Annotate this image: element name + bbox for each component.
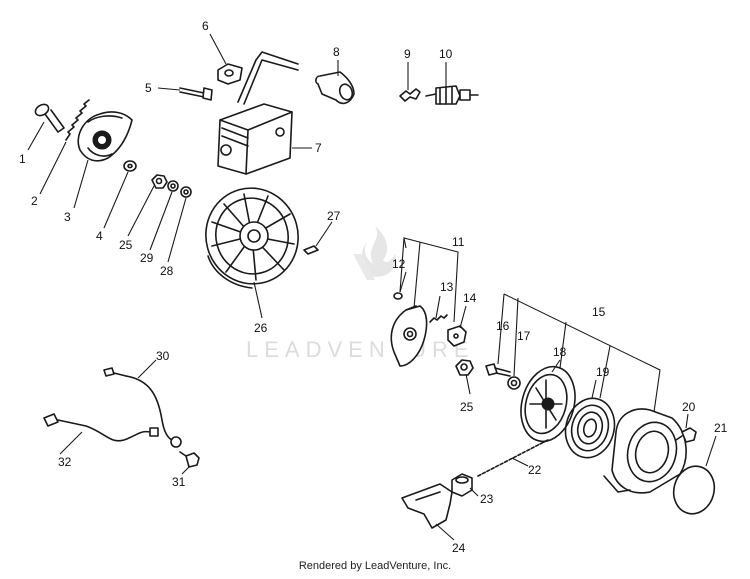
part-6-spacer bbox=[217, 63, 243, 85]
callout-21: 21 bbox=[714, 421, 728, 435]
callout-25-lower: 25 bbox=[460, 400, 474, 414]
part-4-washer bbox=[123, 160, 137, 172]
callout-11: 11 bbox=[452, 235, 465, 249]
part-30-wire bbox=[103, 367, 182, 448]
callout-3: 3 bbox=[64, 210, 71, 224]
callout-8: 8 bbox=[333, 45, 340, 59]
callout-1: 1 bbox=[19, 152, 26, 166]
part-21-disc bbox=[672, 465, 716, 515]
part-2-spring bbox=[65, 99, 90, 141]
callout-labels: 1 2 3 4 5 6 7 8 9 10 11 12 13 14 15 16 1… bbox=[19, 19, 728, 555]
callout-27: 27 bbox=[327, 209, 341, 223]
callout-31: 31 bbox=[172, 475, 186, 489]
part-1-bolt bbox=[34, 103, 65, 133]
callout-6: 6 bbox=[202, 19, 209, 33]
callout-32: 32 bbox=[58, 455, 72, 469]
part-19-recoil-spring bbox=[564, 397, 616, 459]
callout-26: 26 bbox=[254, 321, 268, 335]
part-12-clip bbox=[393, 292, 403, 300]
watermark-text: LEADVENTURE bbox=[246, 337, 475, 362]
callout-4: 4 bbox=[96, 229, 103, 243]
part-31-screw bbox=[179, 451, 200, 468]
leader-lines bbox=[27, 33, 717, 541]
callout-24: 24 bbox=[452, 541, 466, 555]
callout-28: 28 bbox=[160, 264, 174, 278]
callout-7: 7 bbox=[315, 141, 322, 155]
part-22-rope bbox=[477, 439, 549, 477]
part-32-wire bbox=[43, 413, 159, 442]
part-13-spring bbox=[429, 314, 448, 323]
part-18-pulley bbox=[520, 365, 576, 443]
part-25-nut bbox=[151, 174, 168, 189]
callout-16: 16 bbox=[496, 319, 510, 333]
part-9-terminal bbox=[399, 88, 421, 102]
callout-15: 15 bbox=[592, 305, 606, 319]
watermark-flame-logo bbox=[353, 226, 396, 280]
callout-19: 19 bbox=[596, 365, 610, 379]
part-27-key bbox=[303, 245, 319, 255]
part-17-washer bbox=[507, 376, 521, 390]
part-15-starter-housing bbox=[603, 408, 687, 494]
part-29-washer bbox=[167, 180, 179, 192]
callout-22: 22 bbox=[528, 463, 542, 477]
callout-2: 2 bbox=[31, 194, 38, 208]
part-5-screw bbox=[179, 87, 213, 101]
part-10-spark-plug bbox=[425, 85, 479, 105]
part-28-washer bbox=[180, 186, 192, 198]
part-11-pawl-kit bbox=[390, 305, 428, 367]
part-16-screw bbox=[485, 363, 511, 377]
callout-5: 5 bbox=[145, 81, 152, 95]
callout-23: 23 bbox=[480, 492, 494, 506]
callout-18: 18 bbox=[553, 345, 567, 359]
callout-12: 12 bbox=[392, 257, 406, 271]
part-24-handle bbox=[401, 483, 453, 529]
part-8-plug-boot bbox=[315, 71, 355, 105]
part-23-grommet bbox=[451, 473, 473, 497]
part-14-pawl bbox=[447, 325, 467, 347]
callout-30: 30 bbox=[156, 349, 170, 363]
part-7-ignition-coil bbox=[217, 51, 299, 175]
footer-credit: Rendered by LeadVenture, Inc. bbox=[298, 560, 452, 572]
part-3-clutch-shoe bbox=[77, 111, 133, 162]
callout-17: 17 bbox=[517, 329, 531, 343]
callout-10: 10 bbox=[439, 47, 453, 61]
part-25-nut-lower bbox=[455, 359, 474, 376]
callout-25-upper: 25 bbox=[119, 238, 133, 252]
callout-29: 29 bbox=[140, 251, 154, 265]
callout-9: 9 bbox=[404, 47, 411, 61]
part-20-screw bbox=[675, 427, 697, 443]
part-26-flywheel bbox=[205, 187, 299, 289]
callout-14: 14 bbox=[463, 291, 477, 305]
callout-13: 13 bbox=[440, 280, 454, 294]
callout-20: 20 bbox=[682, 400, 696, 414]
